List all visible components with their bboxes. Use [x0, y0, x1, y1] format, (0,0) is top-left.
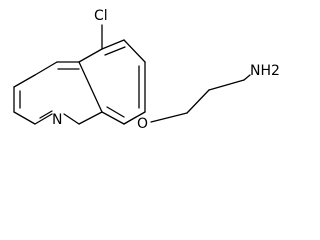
bond [63, 113, 80, 125]
atom-label-nitrogen: N [52, 112, 62, 128]
bond [208, 79, 245, 91]
bond [123, 116, 137, 125]
atom-label-chlorine: Cl [94, 8, 108, 24]
structure-diagram: Cl N O NH2 [13, 8, 280, 132]
bond [101, 39, 125, 50]
bond [243, 74, 251, 81]
bond [78, 61, 103, 113]
bond [101, 111, 125, 125]
bond [34, 113, 53, 125]
bond [123, 39, 146, 63]
bond [150, 112, 188, 123]
atom-label-amine: NH2 [250, 63, 280, 79]
atom-label-oxygen: O [137, 116, 148, 132]
bond [78, 48, 103, 63]
bond [13, 74, 36, 88]
bond [186, 89, 210, 114]
bond [104, 46, 126, 56]
bond [34, 61, 58, 76]
bond [13, 111, 36, 125]
bond [78, 111, 103, 125]
bond [39, 110, 53, 119]
bond [106, 106, 125, 118]
